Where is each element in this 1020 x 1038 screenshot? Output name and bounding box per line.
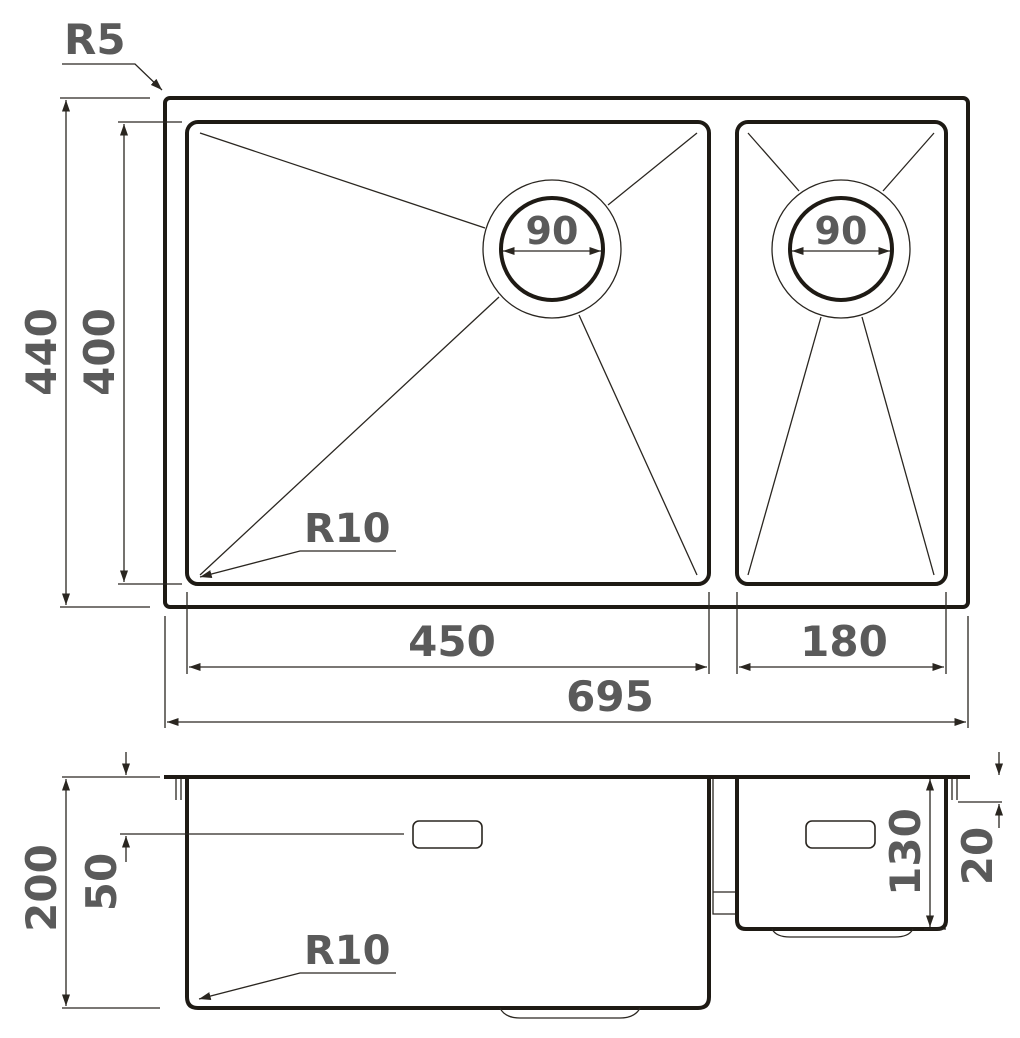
left-bowl-profile (185, 779, 711, 1010)
left-drain-bump (499, 1007, 641, 1019)
r5-label: R5 (64, 15, 126, 64)
right-bowl-fold-lines (747, 132, 935, 576)
dim-695-label: 695 (566, 672, 654, 721)
right-drain-diameter-label: 90 (815, 209, 868, 253)
dim-50-label: 50 (77, 853, 126, 911)
rim-clip-left (175, 779, 182, 800)
top-view: 90 90 R5 R10 440 400 450 180 695 (17, 15, 970, 728)
outer-rim-outline (163, 96, 970, 609)
left-drain-inner (499, 196, 605, 302)
dim-400-label: 400 (75, 308, 124, 396)
left-overflow-slot (412, 820, 483, 849)
r5-leader-line (62, 63, 163, 91)
dim-450-label: 450 (408, 617, 496, 666)
r10-top-leader-line (199, 550, 396, 579)
left-drain-diameter-label: 90 (526, 209, 579, 253)
r10-top-label: R10 (304, 506, 390, 552)
side-view: 200 50 R10 130 20 (17, 752, 1004, 1019)
right-bowl-outline (735, 120, 948, 586)
right-bowl-profile (735, 779, 948, 931)
dim-20-label: 20 (953, 827, 1002, 885)
dim-180-label: 180 (800, 617, 888, 666)
rim-clip-right (951, 779, 958, 800)
left-bowl-fold-lines (199, 132, 698, 576)
bowl-connector (712, 779, 735, 915)
left-bowl-outline (185, 120, 711, 586)
right-drain-outer (771, 179, 911, 319)
right-drain-bump (771, 928, 914, 938)
r10-side-label: R10 (304, 928, 390, 974)
dim-200-label: 200 (17, 844, 66, 932)
left-drain-outer (482, 179, 622, 319)
right-overflow-slot (805, 820, 876, 849)
dim-440-label: 440 (17, 308, 66, 396)
r10-side-leader-line (198, 972, 396, 1001)
right-drain-inner (788, 196, 894, 302)
dim-130-label: 130 (881, 808, 930, 896)
